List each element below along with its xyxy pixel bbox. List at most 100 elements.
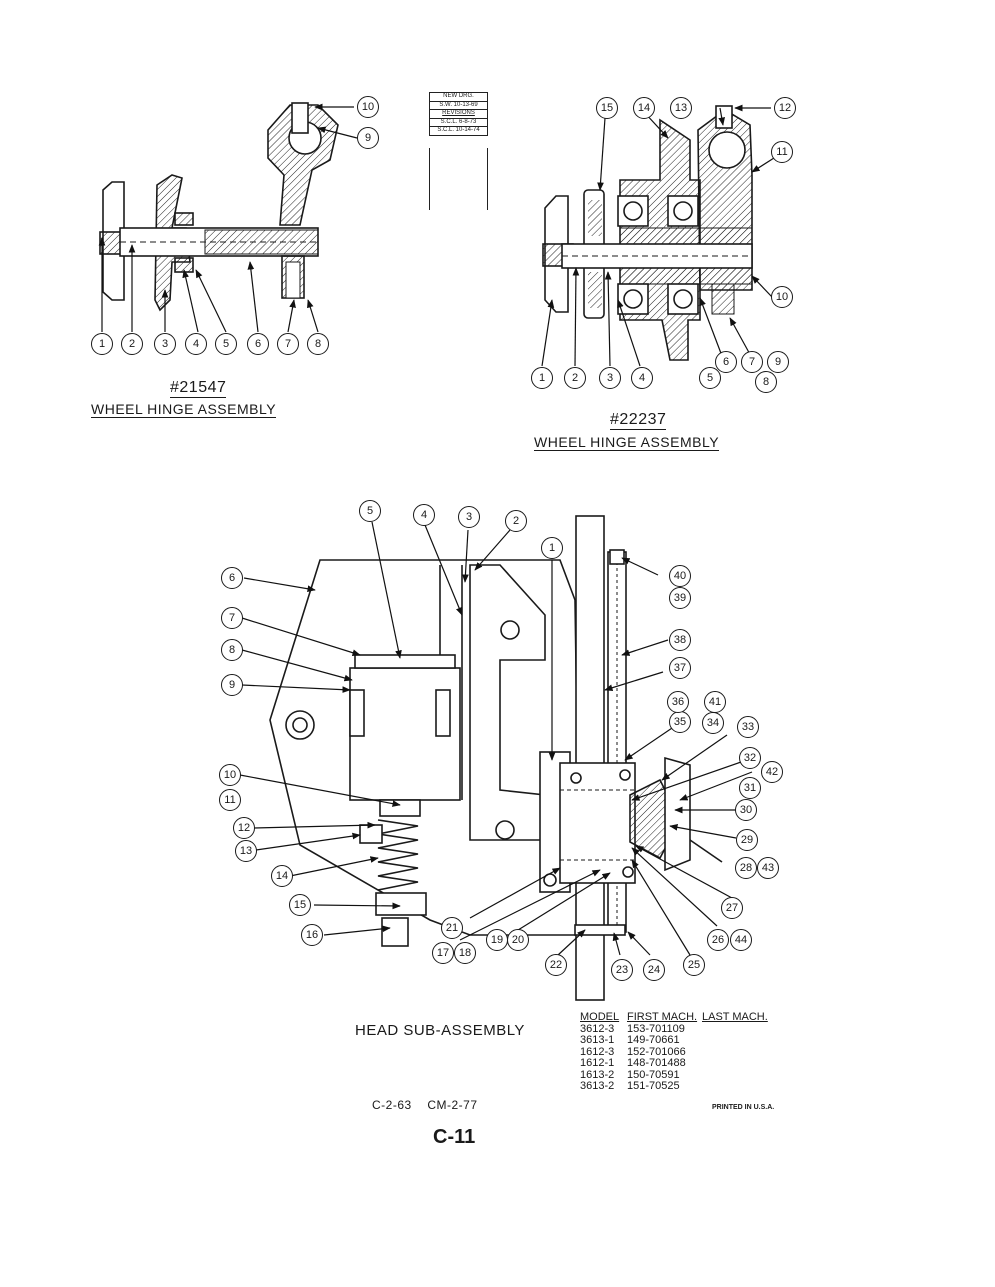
- callout-bubble: 31: [739, 777, 761, 799]
- revision-block: NEW DRG. S.W. 10-13-69 REVISIONS S.C.L. …: [429, 92, 488, 136]
- callout-bubble: 10: [771, 286, 793, 308]
- assembly-title: WHEEL HINGE ASSEMBLY: [534, 434, 720, 451]
- callout-bubble: 27: [721, 897, 743, 919]
- revision-item: S.C.L. 6-8-73: [430, 119, 487, 127]
- callout-bubble: 12: [774, 97, 796, 119]
- callout-bubble: 10: [357, 96, 379, 118]
- callout-bubble: 39: [669, 587, 691, 609]
- assembly-title: WHEEL HINGE ASSEMBLY: [91, 401, 277, 418]
- callout-bubble: 4: [631, 367, 653, 389]
- callout-bubble: 8: [221, 639, 243, 661]
- revision-stem: [429, 148, 488, 210]
- callout-bubble: 26: [707, 929, 729, 951]
- revision-item: S.C.L. 10-14-74: [437, 127, 480, 133]
- callout-bubble: 5: [359, 500, 381, 522]
- callout-bubble: 4: [413, 504, 435, 526]
- last-mach-cell: [702, 1070, 782, 1082]
- first-mach-cell: 152-701066: [627, 1045, 686, 1058]
- first-mach-cell: 149-70661: [627, 1034, 680, 1046]
- callout-bubble: 16: [301, 924, 323, 946]
- first-mach-col-header: FIRST MACH.: [627, 1011, 698, 1023]
- model-col-header: MODEL: [580, 1011, 620, 1023]
- assembly-number: #21547: [170, 379, 227, 398]
- last-mach-cell: [702, 1035, 782, 1047]
- callout-bubble: 2: [564, 367, 586, 389]
- last-mach-cell: [702, 1047, 782, 1059]
- callout-bubble: 18: [454, 942, 476, 964]
- table-row: 3613-2 151-70525: [580, 1080, 782, 1093]
- callout-bubble: 43: [757, 857, 779, 879]
- callout-bubble: 15: [289, 894, 311, 916]
- callout-bubble: 17: [432, 942, 454, 964]
- callout-bubble: 19: [486, 929, 508, 951]
- revision-header: NEW DRG.: [430, 93, 487, 102]
- callout-bubble: 4: [185, 333, 207, 355]
- callout-bubble: 11: [219, 789, 241, 811]
- page-number: C-11: [433, 1126, 476, 1148]
- first-mach-cell: 153-701109: [627, 1022, 685, 1035]
- last-mach-col-header: LAST MACH.: [702, 1011, 768, 1023]
- callout-bubble: 10: [219, 764, 241, 786]
- model-cell: 3612-3: [580, 1022, 615, 1035]
- callout-bubble: 7: [277, 333, 299, 355]
- callout-bubble: 37: [669, 657, 691, 679]
- callout-bubble: 41: [704, 691, 726, 713]
- table-row: 3612-3 153-701109: [580, 1022, 782, 1036]
- callout-bubble: 38: [669, 629, 691, 651]
- table-row: 1613-2 150-70591: [580, 1068, 782, 1082]
- callout-bubble: 6: [247, 333, 269, 355]
- callout-bubble: 40: [669, 565, 691, 587]
- callout-bubble: 6: [221, 567, 243, 589]
- model-cell: 1613-2: [580, 1068, 615, 1081]
- callout-bubble: 3: [458, 506, 480, 528]
- callout-bubble: 8: [755, 371, 777, 393]
- callout-leaders: [98, 103, 775, 956]
- revision-label: REVISIONS: [430, 110, 487, 119]
- callout-bubble: 44: [730, 929, 752, 951]
- callout-bubble: 7: [741, 351, 763, 373]
- first-mach-cell: 148-701488: [627, 1057, 686, 1069]
- callout-bubble: 22: [545, 954, 567, 976]
- callout-bubble: 9: [767, 351, 789, 373]
- callout-bubble: 42: [761, 761, 783, 783]
- callout-bubble: 25: [683, 954, 705, 976]
- first-mach-cell: 150-70591: [627, 1068, 680, 1081]
- callout-bubble: 1: [91, 333, 113, 355]
- callout-bubble: 21: [441, 917, 463, 939]
- table-row: 1612-3 152-701066: [580, 1045, 782, 1059]
- callout-bubble: 15: [596, 97, 618, 119]
- last-mach-cell: [702, 1024, 782, 1036]
- callout-bubble: 8: [307, 333, 329, 355]
- callout-bubble: 5: [215, 333, 237, 355]
- model-table-header: MODEL FIRST MACH. LAST MACH.: [580, 1011, 782, 1024]
- callout-bubble: 35: [669, 711, 691, 733]
- callout-bubble: 7: [221, 607, 243, 629]
- callout-bubble: 32: [739, 747, 761, 769]
- wheel-hinge-22237-drawing: [542, 105, 753, 361]
- first-mach-cell: 151-70525: [627, 1080, 680, 1092]
- callout-bubble: 1: [541, 537, 563, 559]
- last-mach-cell: [702, 1058, 782, 1070]
- callout-bubble: 3: [599, 367, 621, 389]
- callout-bubble: 13: [670, 97, 692, 119]
- callout-bubble: 12: [233, 817, 255, 839]
- callout-bubble: 3: [154, 333, 176, 355]
- revision-drawn: S.W. 10-13-69: [430, 102, 487, 110]
- callout-bubble: 5: [699, 367, 721, 389]
- callout-bubble: 20: [507, 929, 529, 951]
- model-cell: 1612-3: [580, 1045, 615, 1058]
- model-table: MODEL FIRST MACH. LAST MACH. 3612-3 153-7…: [580, 1011, 782, 1093]
- model-cell: 3613-2: [580, 1080, 615, 1092]
- assembly-title: HEAD SUB-ASSEMBLY: [355, 1022, 525, 1039]
- callout-bubble: 29: [736, 829, 758, 851]
- callout-bubble: 23: [611, 959, 633, 981]
- callout-bubble: 13: [235, 840, 257, 862]
- drawing-codes: C-2-63 CM-2-77: [372, 1098, 478, 1112]
- callout-bubble: 9: [221, 674, 243, 696]
- callout-bubble: 14: [633, 97, 655, 119]
- callout-bubble: 33: [737, 716, 759, 738]
- head-sub-assembly-drawing: [269, 515, 723, 1001]
- wheel-hinge-21547-drawing: [99, 102, 339, 312]
